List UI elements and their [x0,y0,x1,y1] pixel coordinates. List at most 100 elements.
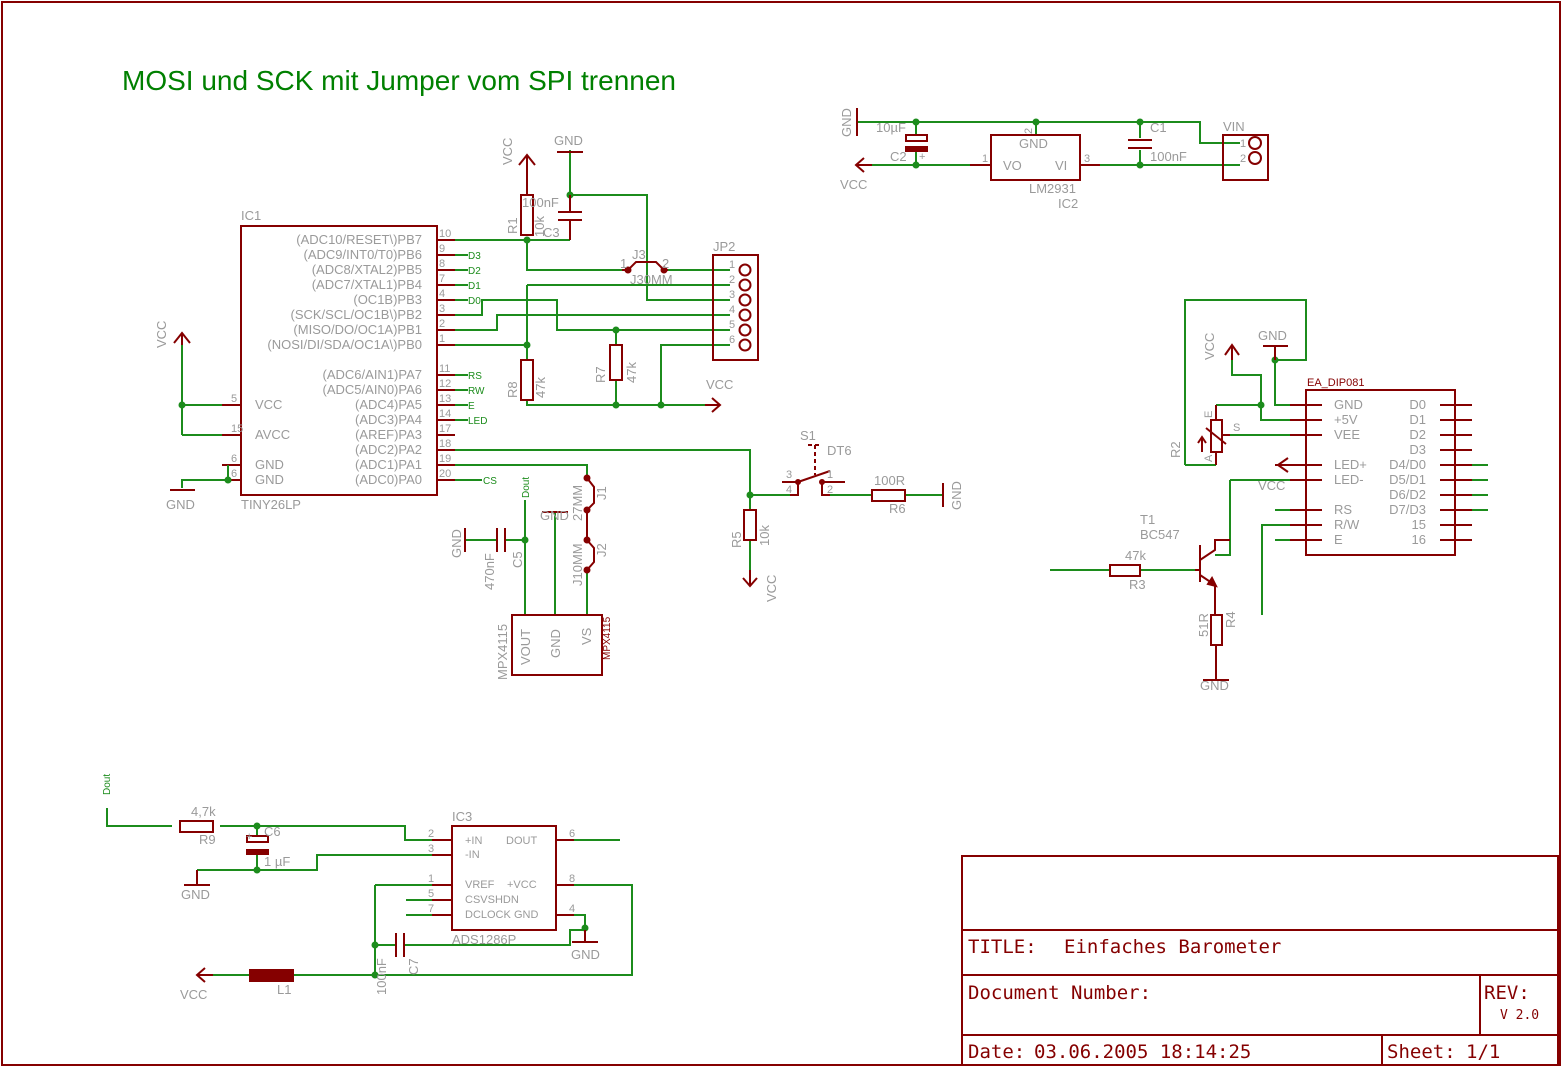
ic1-pin-label: (ADC6/AIN1)PA7 [323,367,422,382]
ic3-pin6: 6 [569,828,575,840]
ic1-pin-label: (ADC9/INT0/T0)PB6 [304,247,422,262]
j2-value: J10MM [570,543,585,586]
ic3-pin-plus-in: +IN [465,835,482,847]
j3-value: J30MM [630,272,673,287]
ic1-pin-label: GND [255,472,284,487]
c6-polarity: + [246,831,252,843]
c6-name: C6 [264,824,281,839]
ic1-pin-number: 3 [439,303,445,315]
ic3-value: ADS1286P [452,932,516,947]
jp2-pin-number: 5 [729,319,735,331]
lcd-pin-label: LED- [1334,472,1364,487]
connector-vin[interactable]: VIN 1 2 [1222,119,1269,181]
vcc-symbol: VCC [180,967,213,1002]
ic1-pin-label: (SCK/SCL/OC1B\)PB2 [291,307,423,322]
jp2-pin-pad [738,323,752,337]
resistor-r5[interactable]: R5 10k [729,509,772,548]
gnd-label: GND [166,497,195,512]
ic2-pin-vi: VI [1055,158,1067,173]
vcc-label: VCC [180,987,207,1002]
ic3-pin4: 4 [569,903,575,915]
t1-name: T1 [1140,512,1155,527]
ic1-pin-number: 17 [439,423,451,435]
j3-name: J3 [632,247,646,262]
ic2-pin2: 2 [1023,128,1035,134]
ic2-pin3: 3 [1084,153,1090,165]
capacitor-c3[interactable]: 100nF C3 [522,195,582,240]
capacitor-c6[interactable]: + C6 1 µF [246,824,290,869]
resistor-r4[interactable]: 51R R4 GND [1196,611,1238,693]
title-label: TITLE: [968,936,1037,958]
ic1-pin-number: 14 [439,408,451,420]
vcc-symbol: VCC [1258,457,1290,493]
vin-name: VIN [1223,119,1245,134]
lcd-pin-label: D1 [1409,412,1426,427]
capacitor-c2[interactable]: 10µF C2 + [876,120,928,164]
resistor-r8[interactable]: R8 47k [505,359,548,401]
resistor-r9[interactable]: 4,7k R9 [179,804,216,847]
gnd-label: GND [1258,328,1287,343]
switch-s1[interactable]: S1 DT6 3 4 1 2 [782,428,852,496]
ic1-pin-number: 20 [439,468,451,480]
vcc-symbol: VCC [742,570,779,602]
r8-name: R8 [505,381,520,398]
jp2-pin-number: 2 [729,274,735,286]
gnd-label: GND [540,508,569,523]
r6-name: R6 [889,501,906,516]
gnd-symbol: GND [540,508,569,523]
ic1-pin-number: 18 [439,438,451,450]
vcc-symbol: VCC [500,138,536,195]
jumper-j3[interactable]: J3 1 2 J30MM [620,247,673,287]
s1-name: S1 [800,428,816,443]
r2-pin-s: S [1233,422,1240,434]
title-block: TITLE: Einfaches Barometer Document Numb… [961,855,1559,1066]
mpx-pin-gnd: GND [548,629,563,658]
j2-name: J2 [594,543,609,557]
wires [857,118,1240,169]
lcd-ea-dip081[interactable]: EA_DIP081 GND+5VVEELED+LED-RSR/WED0D1D2D… [1290,377,1472,556]
adc-ic3[interactable]: IC3 ADS1286P +IN -IN VREF CSVSHDN DCLOCK… [428,809,575,947]
jp2-name: JP2 [713,239,735,254]
r7-value: 47k [624,362,639,383]
potentiometer-r2[interactable]: E S A R2 [1168,405,1240,465]
lcd-pin-label: D4/D0 [1389,457,1426,472]
r2-name: R2 [1168,441,1183,458]
r2-pin-a: A [1203,454,1215,462]
resistor-r1[interactable]: R1 10k [505,194,547,237]
capacitor-c5[interactable]: 470nF C5 [482,528,525,590]
net-label-rw: RW [468,386,485,397]
gnd-label: GND [949,481,964,510]
gnd-label: GND [1200,678,1229,693]
lcd-pin-label: RS [1334,502,1352,517]
ic1-pin-number: 11 [439,363,450,375]
ic3-pin-gnd: GND [514,909,539,921]
ic3-pin8: 8 [569,873,575,885]
lcd-pin-label: D6/D2 [1389,487,1426,502]
inductor-l1[interactable]: L1 [249,969,294,997]
pressure-sensor-mpx4115[interactable]: MPX4115 MPX4115 VOUT GND VS [495,614,613,680]
transistor-t1[interactable]: T1 BC547 [1140,512,1230,615]
capacitor-c1[interactable]: C1 100nF [1128,120,1187,164]
ic1-microcontroller[interactable]: IC1 TINY26LP 10(ADC10/RESET\)PB79(ADC9/I… [222,208,455,512]
capacitor-c7[interactable]: C7 100nF [374,933,421,995]
rev-label: REV: [1484,982,1530,1004]
regulator-ic2[interactable]: GND VO VI 1 2 3 LM2931 IC2 [970,128,1100,211]
gnd-label: GND [571,947,600,962]
resistor-r7[interactable]: R7 47k [593,344,639,383]
gnd-symbol: GND [181,870,210,902]
lcd-pin-label: D3 [1409,442,1426,457]
ic3-pin7: 7 [428,903,434,915]
vin-pin1: 1 [1240,138,1246,150]
ic1-pin-label: (ADC0)PA0 [355,472,422,487]
jumper-j2[interactable]: J2 J10MM [570,536,609,587]
jumper-j1[interactable]: J1 27MM [570,474,609,522]
gnd-label: GND [554,133,583,148]
ic3-pin5: 5 [428,888,434,900]
resistor-r6[interactable]: 100R R6 [871,473,906,516]
resistor-r3[interactable]: 47k R3 [1109,548,1146,592]
ic1-pin-number: 9 [439,243,445,255]
ic2-pin1: 1 [982,153,988,165]
ic3-name: IC3 [452,809,472,824]
